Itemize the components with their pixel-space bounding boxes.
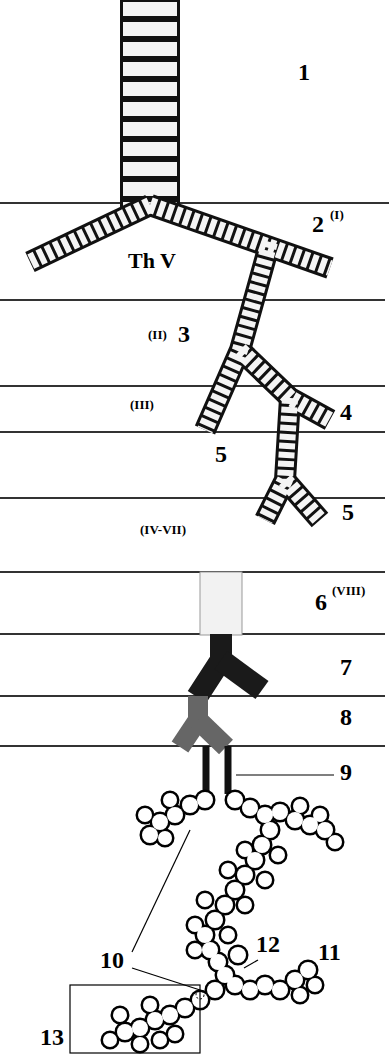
callout-number: (III)	[130, 398, 154, 411]
callout-number: 4	[340, 400, 352, 424]
callout-number: (I)	[330, 208, 344, 221]
callout-number: 12	[256, 932, 280, 956]
callout-number: (II)	[148, 328, 167, 341]
callout-number: 10	[100, 948, 124, 972]
callout-number: Th V	[128, 250, 176, 272]
callout-number: (IV-VII)	[140, 523, 186, 536]
callout-number: 5	[342, 500, 354, 524]
callout-number: 7	[340, 655, 352, 679]
callout-number: 13	[40, 1025, 64, 1049]
callout-number: 5	[215, 442, 227, 466]
callout-number: 8	[340, 705, 352, 729]
callout-number: 3	[178, 322, 190, 346]
callout-number: 6	[315, 590, 327, 614]
callout-number: 2	[312, 212, 324, 236]
callout-number: 1	[298, 60, 310, 84]
callout-number: 9	[340, 760, 352, 784]
callout-number: (VIII)	[332, 584, 365, 597]
callout-number: 11	[318, 940, 341, 964]
